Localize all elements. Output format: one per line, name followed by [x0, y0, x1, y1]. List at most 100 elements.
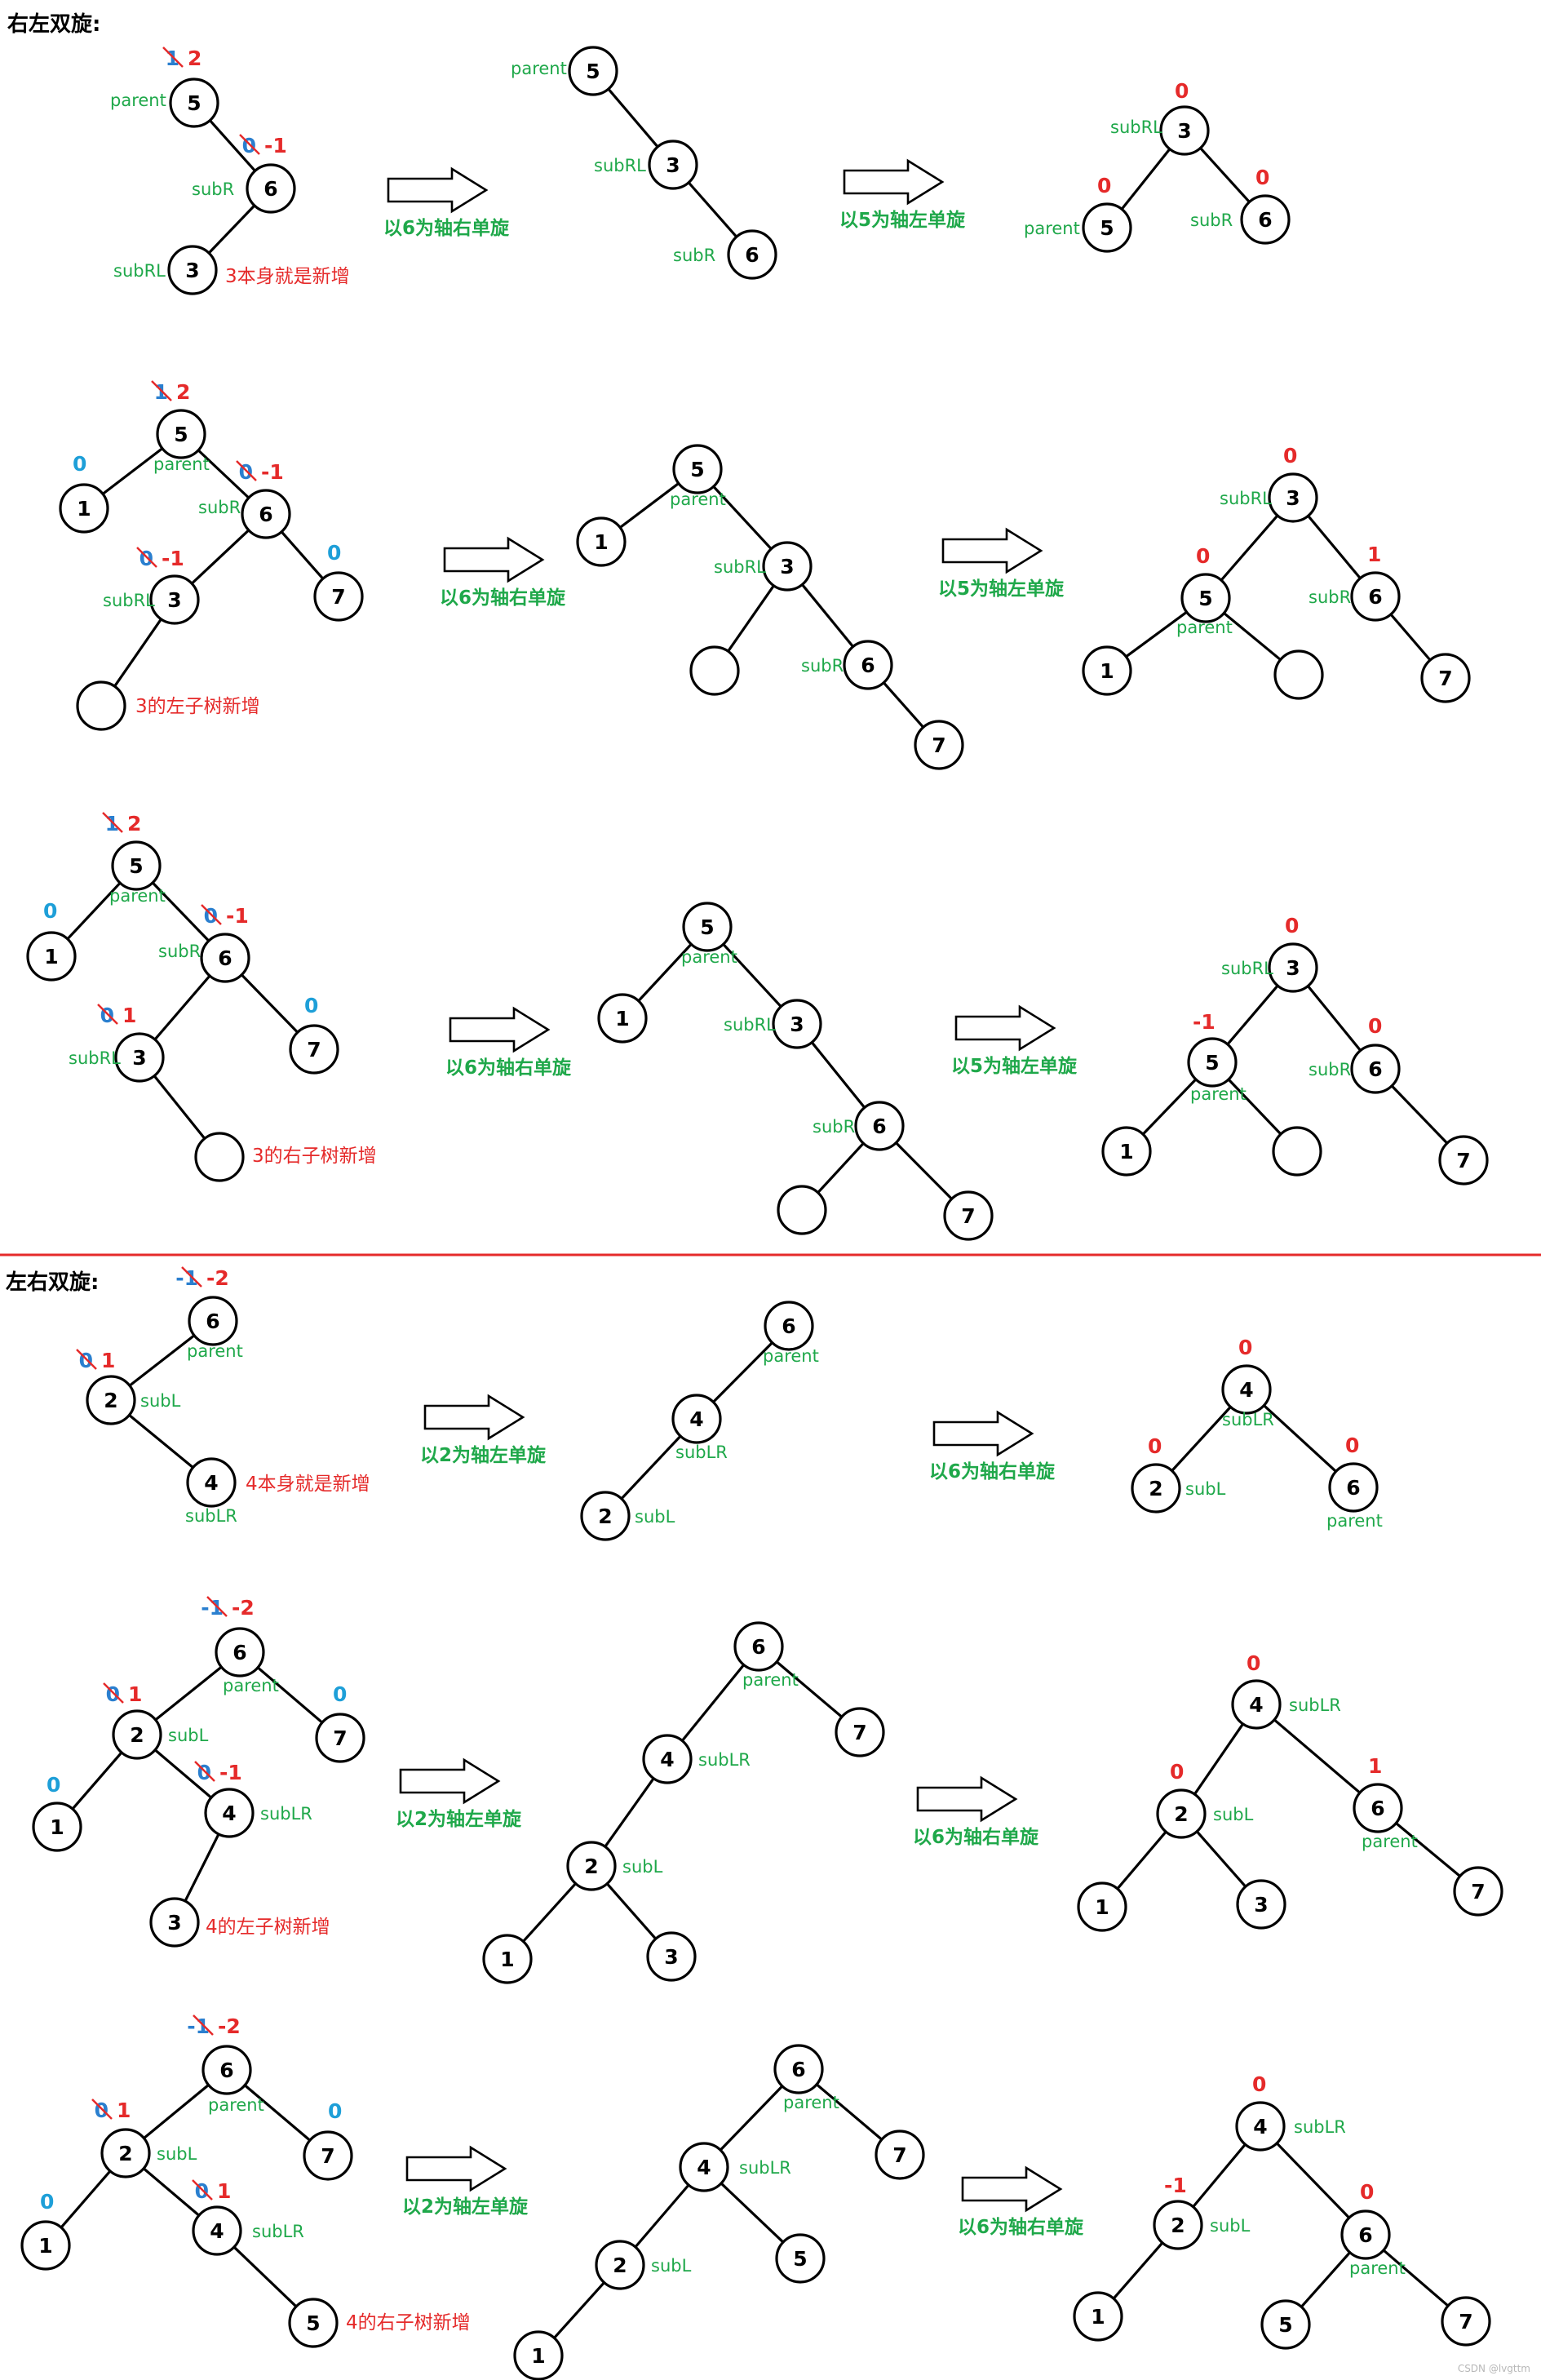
node-value: 7	[961, 1204, 975, 1228]
tree-edge	[101, 447, 164, 495]
node-value: 4	[660, 1748, 674, 1771]
node-role-label: parent	[109, 886, 166, 906]
tree-node	[595, 2240, 645, 2290]
rotation-step: 以2为轴左单旋	[402, 2145, 529, 2218]
tree-edge	[634, 2183, 690, 2249]
tree-node	[1268, 472, 1318, 523]
strike-mark	[193, 2014, 214, 2036]
node-value: 6	[872, 1115, 886, 1138]
balance-factor: 0	[1097, 174, 1111, 197]
tree-node	[114, 1032, 165, 1083]
node-role-label: subL	[157, 2144, 197, 2164]
node-value: 1	[531, 2344, 545, 2368]
rotation-step: 以2为轴左单旋	[396, 1757, 522, 1830]
node-role-label: subRL	[69, 1048, 121, 1068]
node-role-label: parent	[1349, 2258, 1406, 2278]
balance-factor: 0	[1345, 1434, 1359, 1457]
tree-node	[1328, 1462, 1379, 1513]
arrow-right-icon	[449, 1006, 551, 1053]
node-value: 4	[204, 1471, 218, 1495]
tree-node	[111, 840, 162, 891]
tree-node	[733, 1621, 784, 1672]
tree-node	[1082, 645, 1132, 696]
node-value: 4	[210, 2219, 224, 2243]
node-value: 2	[1171, 2214, 1185, 2237]
balance-factor: -1	[1164, 2174, 1187, 2197]
arrow-right-icon	[443, 536, 545, 583]
balance-factor-old: 0	[79, 1349, 93, 1372]
node-value: 6	[219, 2059, 233, 2082]
balance-factor-old: -1	[201, 1596, 224, 1620]
balance-factor: 0	[46, 1773, 60, 1797]
balance-factor: 0	[1368, 1014, 1382, 1038]
tree-node	[943, 1190, 994, 1241]
node-value: 7	[331, 585, 345, 609]
node-role-label: subRL	[1220, 489, 1272, 508]
tree-edge	[1112, 2241, 1164, 2300]
balance-factor: 1	[1367, 543, 1381, 566]
node-value: 4	[1239, 1378, 1253, 1402]
balance-factor-old: 1	[105, 812, 119, 835]
balance-factor-old: 1	[166, 47, 179, 70]
tree-edge	[1262, 1403, 1338, 1474]
tree-edge	[280, 530, 325, 580]
node-role-label: subLR	[1289, 1695, 1341, 1715]
node-value: 7	[307, 1038, 321, 1061]
node-value: 7	[321, 2144, 334, 2168]
tree-edge	[232, 2245, 298, 2308]
tree-node	[597, 993, 648, 1044]
node-value: 6	[1358, 2223, 1372, 2247]
node-value: 3	[1254, 1893, 1268, 1917]
node-value: 6	[745, 243, 759, 267]
node-role-label: parent	[187, 1341, 243, 1361]
node-value: 2	[118, 2142, 132, 2165]
balance-factor: -2	[218, 2014, 241, 2038]
node-role-label: subL	[1185, 1479, 1226, 1499]
tree-node	[1221, 1364, 1272, 1415]
tree-edge	[151, 881, 210, 942]
node-value: 6	[1368, 585, 1382, 609]
tree-node	[1235, 2101, 1286, 2152]
rotation-step-label: 以6为轴右单旋	[383, 217, 510, 239]
balance-factor: 0	[1238, 1336, 1252, 1359]
tree-node	[215, 1627, 265, 1678]
node-value: 6	[259, 503, 272, 526]
tree-edge	[726, 584, 776, 653]
node-role-label: subR	[813, 1117, 855, 1137]
node-role-label: parent	[742, 1670, 799, 1690]
node-role-label: parent	[223, 1676, 279, 1695]
tree-node	[672, 444, 723, 494]
balance-factor: 0	[1285, 914, 1299, 937]
heading-right-left-double-rotation: 右左双旋:	[7, 12, 100, 37]
balance-factor: 0	[1170, 1760, 1184, 1784]
tree-node	[1073, 2291, 1123, 2342]
node-value: 6	[263, 177, 277, 201]
rotation-step-label: 以5为轴左单旋	[951, 1055, 1078, 1077]
tree-node	[86, 1375, 136, 1425]
balance-factor: 0	[1283, 444, 1297, 468]
balance-factor: 0	[1148, 1434, 1162, 1458]
strike-mark	[181, 1266, 202, 1288]
tree-node	[1131, 1463, 1181, 1514]
tree-edge	[1195, 1830, 1247, 1888]
node-role-label: parent	[110, 91, 166, 110]
tree-node	[689, 645, 740, 696]
tree-edge	[113, 618, 163, 688]
rotation-step-label: 以2为轴左单旋	[396, 1808, 522, 1830]
tree-edge	[637, 942, 693, 1003]
balance-factor: 2	[176, 380, 190, 404]
node-role-label: parent	[153, 454, 210, 474]
tree-edge	[1275, 2142, 1351, 2219]
tree-node	[1180, 573, 1231, 623]
node-role-label: subRL	[714, 557, 766, 577]
tree-node	[1101, 1126, 1152, 1177]
strike-mark	[76, 1349, 97, 1370]
tree-node	[762, 541, 813, 592]
tree-edge	[618, 481, 680, 530]
arrow-right-icon	[423, 1394, 525, 1441]
tree-edge	[1306, 984, 1362, 1053]
tree-edge	[722, 942, 782, 1008]
tree-node	[288, 2298, 339, 2348]
